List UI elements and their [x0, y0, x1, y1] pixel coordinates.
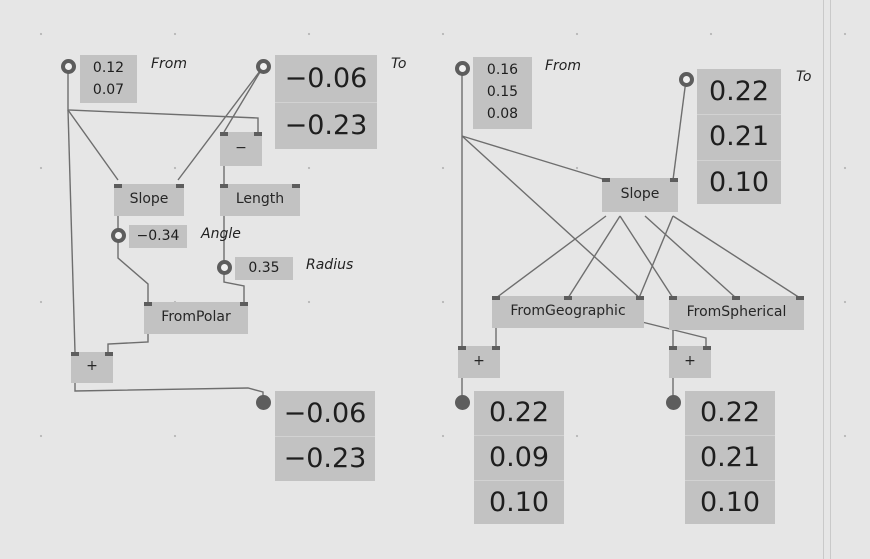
wire-add-result[interactable]: [74, 382, 264, 403]
slope3-node[interactable]: Slope: [602, 178, 678, 212]
angle-output-port[interactable]: [111, 228, 126, 243]
length-node[interactable]: Length: [220, 184, 300, 216]
result-geo-z-value: 0.10: [488, 487, 550, 518]
add-node-sph[interactable]: +: [669, 346, 711, 378]
fromgeographic-mid-pin[interactable]: [564, 296, 572, 300]
to3-y-value: 0.21: [697, 115, 781, 161]
radius-value: 0.35: [248, 260, 280, 276]
wire-from-add[interactable]: [67, 109, 76, 353]
add-node-left-graph[interactable]: +: [71, 352, 113, 383]
from3-output-port[interactable]: [455, 61, 470, 76]
from3-x-value: 0.16: [486, 62, 519, 78]
from-x-value: 0.12: [92, 60, 125, 76]
to-value-panel[interactable]: −0.06 −0.23: [275, 55, 377, 149]
result-input-port[interactable]: [256, 395, 271, 410]
canvas-edge-line: [823, 0, 824, 559]
wire-to-slope[interactable]: [177, 66, 264, 181]
subtract-node[interactable]: −: [220, 132, 262, 166]
to3-x-value: 0.22: [697, 69, 781, 115]
result-y-value: −0.23: [283, 443, 367, 474]
radius-output-port[interactable]: [217, 260, 232, 275]
scrollbar-track[interactable]: [830, 0, 831, 559]
result-geo-input-port[interactable]: [455, 395, 470, 410]
wire-slope-geo-1[interactable]: [495, 215, 607, 299]
result-sph-input-port[interactable]: [666, 395, 681, 410]
fromgeographic-node[interactable]: FromGeographic: [492, 296, 644, 328]
from3-y-value: 0.15: [486, 84, 519, 100]
angle-value-panel[interactable]: −0.34: [129, 225, 187, 248]
slope-node[interactable]: Slope: [114, 184, 184, 216]
wire-to-subtract[interactable]: [223, 66, 264, 133]
result-sph-x-value: 0.22: [685, 391, 775, 436]
from-y-value: 0.07: [92, 82, 125, 98]
wire-from-subtract[interactable]: [67, 67, 259, 136]
from3-value-panel[interactable]: 0.16 0.15 0.08: [473, 57, 532, 129]
from-output-port[interactable]: [61, 59, 76, 74]
wire-to-slope-r[interactable]: [672, 79, 687, 181]
fromspherical-mid-pin[interactable]: [732, 296, 740, 300]
result-geo-value-panel[interactable]: 0.22 0.09 0.10: [474, 391, 564, 524]
result-value-panel[interactable]: −0.06 −0.23: [275, 391, 375, 481]
to3-value-panel[interactable]: 0.22 0.21 0.10: [697, 69, 781, 204]
wire-radius-frompolar[interactable]: [223, 268, 245, 302]
result-sph-z-value: 0.10: [699, 487, 761, 518]
result-x-value: −0.06: [275, 391, 375, 437]
fromspherical-node[interactable]: FromSpherical: [669, 296, 804, 330]
radius-value-panel[interactable]: 0.35: [235, 257, 293, 280]
wire-frompolar-add[interactable]: [107, 332, 149, 352]
wire-slope-sph-2[interactable]: [644, 215, 737, 299]
result-geo-y-value: 0.09: [474, 436, 564, 481]
wire-angle-frompolar[interactable]: [117, 236, 149, 302]
to3-z-value: 0.10: [708, 167, 770, 198]
radius-label: Radius: [306, 257, 354, 273]
result-geo-x-value: 0.22: [474, 391, 564, 436]
angle-value: −0.34: [136, 228, 180, 244]
wire-from-slope[interactable]: [67, 109, 119, 181]
result-sph-y-value: 0.21: [685, 436, 775, 481]
from3-z-value: 0.08: [486, 106, 519, 122]
to3-output-port[interactable]: [679, 72, 694, 87]
to-x-value: −0.06: [275, 55, 377, 103]
wire-slope-geo-2[interactable]: [567, 215, 621, 299]
frompolar-node[interactable]: FromPolar: [144, 302, 248, 334]
wire-slope-sph-3[interactable]: [672, 215, 801, 299]
from3-label: From: [545, 58, 582, 74]
wire-slope-geo-3[interactable]: [638, 215, 674, 299]
to-y-value: −0.23: [284, 110, 368, 141]
to-label: To: [391, 56, 407, 72]
to-output-port[interactable]: [256, 59, 271, 74]
angle-label: Angle: [201, 226, 241, 242]
wire-slope-sph-1[interactable]: [619, 215, 674, 299]
result-sph-value-panel[interactable]: 0.22 0.21 0.10: [685, 391, 775, 524]
from-label: From: [151, 56, 188, 72]
wire-from-slope-r[interactable]: [461, 135, 607, 181]
from-value-panel[interactable]: 0.12 0.07: [80, 55, 137, 103]
to3-label: To: [796, 69, 812, 85]
add-node-geo[interactable]: +: [458, 346, 500, 378]
